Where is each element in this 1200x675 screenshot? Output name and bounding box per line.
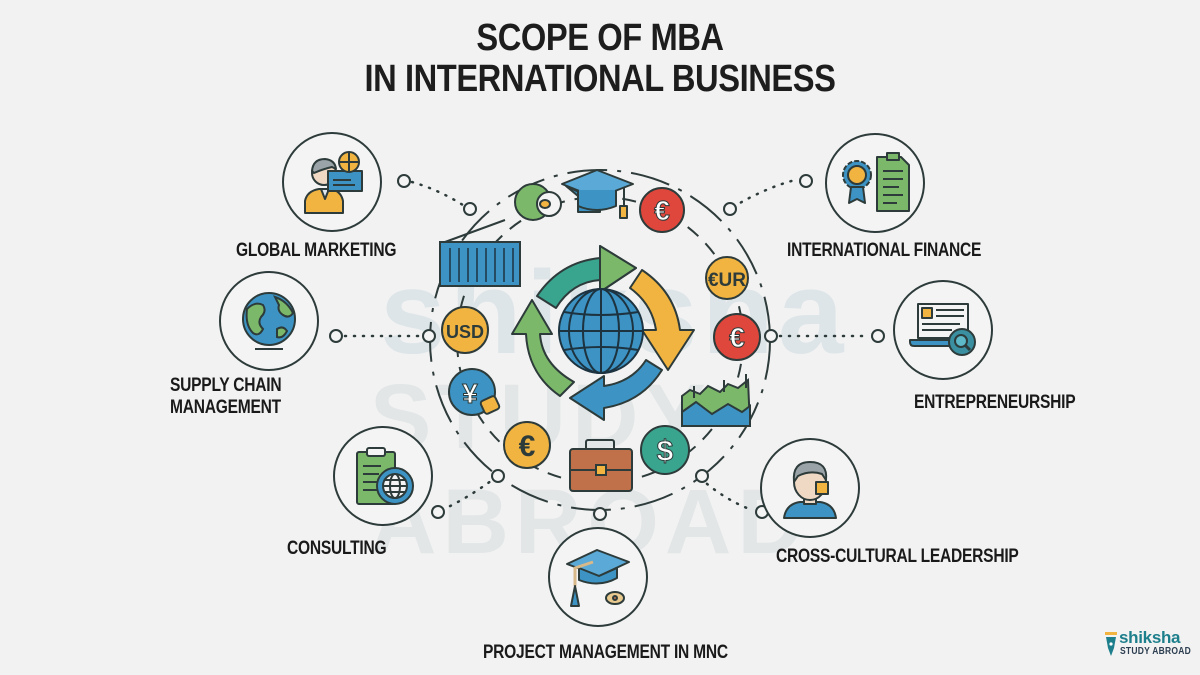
connector-dot bbox=[871, 329, 885, 343]
svg-text:€UR: €UR bbox=[708, 270, 746, 291]
globe-icon bbox=[558, 288, 644, 374]
connector-international-finance bbox=[731, 178, 797, 209]
label-supply-chain-line-1: SUPPLY CHAIN bbox=[170, 375, 282, 396]
logo-sub: STUDY ABROAD bbox=[1120, 646, 1192, 657]
node-entrepreneurship bbox=[893, 280, 993, 380]
connector-dot bbox=[329, 329, 343, 343]
connector-dot bbox=[695, 469, 709, 483]
briefcase-icon bbox=[569, 439, 633, 492]
person-avatar-icon bbox=[783, 461, 837, 519]
eur-coin: €UR bbox=[705, 256, 749, 300]
connector-dot bbox=[723, 202, 737, 216]
gear-document-icon bbox=[842, 152, 910, 212]
connector-dot bbox=[422, 329, 436, 343]
label-cross-cultural-leadership: CROSS-CULTURAL LEADERSHIP bbox=[776, 546, 1019, 567]
label-supply-chain: SUPPLY CHAIN MANAGEMENT bbox=[170, 375, 282, 419]
page-title: SCOPE OF MBA IN INTERNATIONAL BUSINESS bbox=[84, 18, 1116, 100]
label-project-management: PROJECT MANAGEMENT IN MNC bbox=[483, 642, 728, 663]
label-supply-chain-line-2: MANAGEMENT bbox=[170, 397, 281, 418]
yen-coin: ¥ bbox=[448, 368, 501, 416]
businessman-card-icon bbox=[304, 151, 363, 214]
connector-dot bbox=[593, 507, 607, 521]
svg-text:$: $ bbox=[657, 435, 674, 468]
usd-coin: USD bbox=[441, 306, 489, 354]
pie-chart-icon bbox=[514, 183, 562, 221]
node-supply-chain bbox=[219, 271, 319, 371]
clipboard-globe-icon bbox=[356, 447, 414, 505]
title-line-2: IN INTERNATIONAL BUSINESS bbox=[364, 58, 836, 100]
title-line-1: SCOPE OF MBA bbox=[476, 17, 724, 59]
earth-globe-icon bbox=[242, 292, 296, 350]
node-cross-cultural-leadership bbox=[760, 438, 860, 538]
label-international-finance: INTERNATIONAL FINANCE bbox=[787, 240, 982, 261]
svg-text:€: € bbox=[654, 195, 670, 226]
svg-text:€: € bbox=[729, 322, 745, 353]
connector-global-marketing bbox=[410, 180, 468, 209]
euro-coin-red-2: € bbox=[713, 313, 761, 361]
connector-dot bbox=[463, 202, 477, 216]
shiksha-logo: shiksha STUDY ABROAD bbox=[1104, 628, 1194, 660]
label-consulting: CONSULTING bbox=[287, 538, 387, 559]
label-global-marketing: GLOBAL MARKETING bbox=[236, 240, 397, 261]
label-entrepreneurship: ENTREPRENEURSHIP bbox=[914, 392, 1076, 413]
pen-nib-icon bbox=[1105, 632, 1117, 656]
connector-dot bbox=[491, 469, 505, 483]
node-global-marketing bbox=[282, 132, 382, 232]
cycle-arrow-bottom bbox=[569, 359, 663, 421]
logo-brand: shiksha bbox=[1119, 628, 1181, 647]
connector-dot bbox=[397, 174, 411, 188]
svg-text:USD: USD bbox=[446, 322, 484, 342]
node-international-finance bbox=[825, 133, 925, 233]
euro-coin-red: € bbox=[639, 187, 685, 233]
node-consulting bbox=[333, 426, 433, 526]
connector-consulting bbox=[440, 476, 497, 512]
cycle-arrow-left bbox=[511, 299, 575, 397]
node-project-management bbox=[548, 527, 648, 627]
dollar-coin: $ bbox=[640, 425, 690, 475]
svg-text:¥: ¥ bbox=[462, 378, 478, 409]
graduation-cap-icon bbox=[566, 549, 630, 607]
graduation-cap-icon-top bbox=[561, 169, 634, 219]
shipping-container-icon bbox=[439, 219, 521, 287]
laptop-search-icon bbox=[909, 303, 976, 356]
euro-coin-yellow: € bbox=[503, 421, 551, 469]
connector-dot bbox=[799, 174, 813, 188]
connector-cross-cultural bbox=[698, 476, 754, 512]
growth-chart-icon bbox=[681, 374, 752, 427]
cycle-arrow-right bbox=[629, 269, 695, 371]
svg-text:€: € bbox=[519, 430, 536, 463]
connector-dot bbox=[764, 329, 778, 343]
connector-dot bbox=[431, 505, 445, 519]
